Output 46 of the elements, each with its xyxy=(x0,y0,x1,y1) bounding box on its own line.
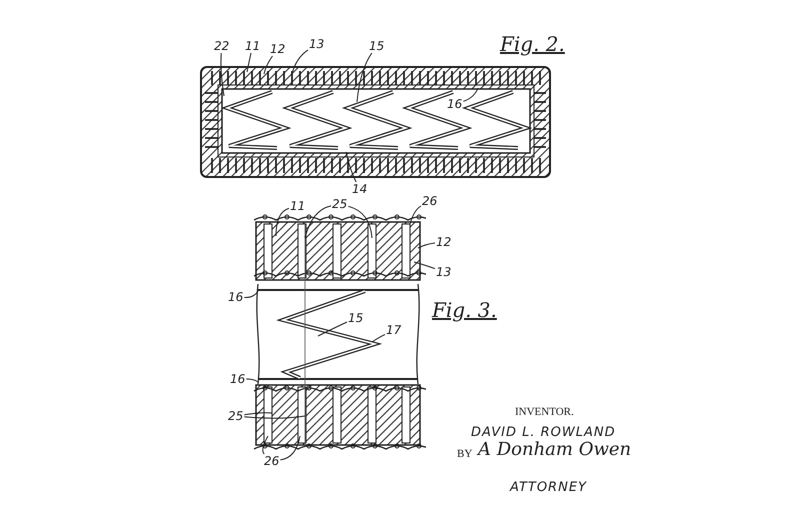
callout-number: 26 xyxy=(264,455,280,467)
leader-line xyxy=(246,52,252,72)
leader-line xyxy=(348,206,372,238)
leader-line xyxy=(372,334,386,342)
leader-line xyxy=(244,412,272,416)
leader-line xyxy=(304,205,332,238)
leader-line xyxy=(280,436,300,460)
callout-number: 13 xyxy=(436,266,452,278)
leader-line xyxy=(356,52,372,102)
callout-number: 11 xyxy=(245,40,260,52)
figure-label: Fig. 2. xyxy=(500,34,565,54)
callout-number: 14 xyxy=(352,183,368,195)
caption-text: INVENTOR. xyxy=(515,407,574,418)
leader-line xyxy=(262,436,268,454)
leader-line xyxy=(462,88,478,102)
figure-label: Fig. 3. xyxy=(432,300,497,320)
leader-line xyxy=(244,290,258,298)
callout-number: 22 xyxy=(214,40,230,52)
leader-line xyxy=(244,416,306,419)
leader-line xyxy=(418,242,436,248)
caption-text: BY xyxy=(457,449,472,460)
leader-line xyxy=(414,262,436,270)
inventor-name: DAVID L. ROWLAND xyxy=(471,426,616,439)
callout-number: 16 xyxy=(228,291,244,303)
callout-number: 16 xyxy=(447,98,462,110)
callout-number: 11 xyxy=(290,200,306,212)
callout-number: 15 xyxy=(348,312,364,324)
leader-line xyxy=(318,322,348,336)
callout-number: 12 xyxy=(436,236,452,248)
signature: A Donham Owen xyxy=(478,441,632,459)
leader-line xyxy=(264,56,273,74)
callout-number: 13 xyxy=(309,38,324,50)
callout-number: 16 xyxy=(230,373,246,385)
callout-number: 17 xyxy=(386,324,402,336)
callout-number: 15 xyxy=(369,40,384,52)
leader-line xyxy=(220,52,224,96)
leader-line xyxy=(346,152,357,182)
leader-line xyxy=(276,208,290,236)
callout-number: 25 xyxy=(332,198,348,210)
leader-line xyxy=(246,378,258,382)
leader-line xyxy=(292,49,308,74)
callout-number: 26 xyxy=(422,195,438,207)
leader-line xyxy=(410,206,422,224)
callout-number: 12 xyxy=(270,43,286,55)
callout-number: 25 xyxy=(228,410,244,422)
caption-text: ATTORNEY xyxy=(510,481,587,494)
